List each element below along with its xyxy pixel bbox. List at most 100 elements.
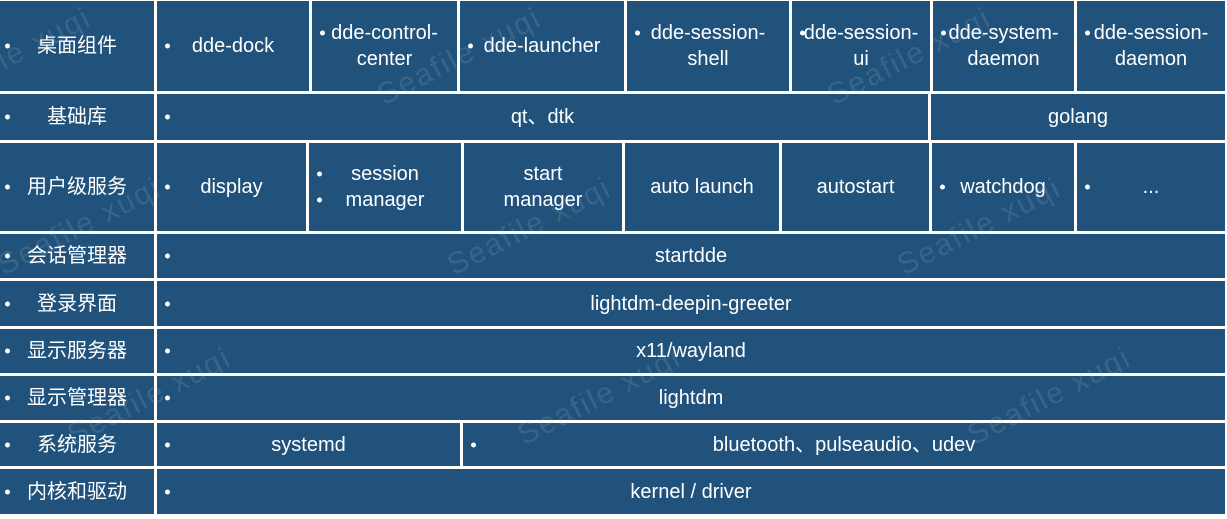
cell-text: ... <box>1142 176 1160 198</box>
bullet-dot-icon <box>1085 184 1090 190</box>
cell-text: 基础库 <box>47 106 107 128</box>
bullet-dot-icon <box>165 489 170 494</box>
cell-text: 显示服务器 <box>27 340 127 362</box>
cell-text: golang <box>1047 106 1109 128</box>
bullet-dot-icon <box>5 489 10 494</box>
bullet-dot-icon <box>471 442 476 447</box>
cell-text: lightdm <box>658 387 724 409</box>
cell-text: dde-control- <box>331 22 438 44</box>
bullet-dot-icon <box>5 253 10 259</box>
cell-text: systemd <box>271 433 346 456</box>
cell-dde-session-ui: dde-session-ui <box>792 1 930 91</box>
bullet-dot-icon <box>5 114 10 120</box>
bullet-dot-icon <box>165 114 170 120</box>
row-label-kernel-and-drivers: 内核和驱动 <box>0 469 154 514</box>
row-label-base-libraries: 基础库 <box>0 94 154 140</box>
table-row-session-manager: 会话管理器 startdde <box>0 234 1225 278</box>
table-row-desktop-components: 桌面组件 dde-dock dde-control-center dde-launch… <box>0 1 1225 91</box>
bullet-dot-icon <box>165 43 170 49</box>
row-label-display-server: 显示服务器 <box>0 329 154 373</box>
bullet-dot-icon <box>800 30 805 36</box>
cell-text: 用户级服务 <box>27 176 127 198</box>
cell-qt-dtk: qt、dtk <box>157 94 928 140</box>
row-label-user-level-services: 用户级服务 <box>0 143 154 231</box>
cell-watchdog: watchdog <box>932 143 1074 231</box>
cell-text: lightdm-deepin-greeter <box>590 292 792 315</box>
bullet-dot-icon <box>1085 30 1090 36</box>
cell-text: autostart <box>816 176 895 198</box>
cell-golang: golang <box>931 94 1225 140</box>
cell-text: dde-session- <box>650 22 766 44</box>
bullet-dot-icon <box>165 184 170 190</box>
cell-dde-dock: dde-dock <box>157 1 309 91</box>
cell-dde-session-daemon: dde-session-daemon <box>1077 1 1225 91</box>
cell-text: dde-system- <box>948 22 1059 44</box>
bullet-dot-icon <box>5 43 10 49</box>
table-row-display-manager: 显示管理器 lightdm <box>0 376 1225 420</box>
cell-text: x11/wayland <box>636 340 746 362</box>
cell-systemd: systemd <box>157 423 460 466</box>
cell-cell: ... <box>1077 143 1225 231</box>
table-row-login-screen: 登录界面 lightdm-deepin-greeter <box>0 281 1225 326</box>
cell-text: shell <box>687 48 729 70</box>
cell-text: qt、dtk <box>510 106 575 128</box>
cell-kernel-driver: kernel / driver <box>157 469 1225 514</box>
cell-text: dde-launcher <box>483 35 601 57</box>
bullet-dot-icon <box>165 395 170 401</box>
bullet-dot-icon <box>317 197 322 203</box>
cell-bluetooth-pulseaudio-udev: bluetooth、pulseaudio、udev <box>463 423 1225 466</box>
bullet-dot-icon <box>5 442 10 447</box>
cell-text: dde-dock <box>191 35 275 57</box>
cell-text: bluetooth、pulseaudio、udev <box>712 433 976 456</box>
bullet-dot-icon <box>941 30 946 36</box>
bullet-dot-icon <box>320 30 325 36</box>
cell-text: 会话管理器 <box>27 245 127 267</box>
table-row-base-libraries: 基础库 qt、dtk golang <box>0 94 1225 140</box>
cell-text: start <box>523 163 563 185</box>
cell-text: dde-session- <box>803 22 919 44</box>
bullet-dot-icon <box>165 253 170 259</box>
bullet-dot-icon <box>635 30 640 36</box>
cell-dde-control-center: dde-control-center <box>312 1 457 91</box>
bullet-dot-icon <box>468 43 473 49</box>
bullet-dot-icon <box>5 184 10 190</box>
cell-autostart: autostart <box>782 143 929 231</box>
cell-text: daemon <box>1114 48 1188 70</box>
cell-text: kernel / driver <box>630 480 752 503</box>
bullet-dot-icon <box>165 348 170 354</box>
row-label-desktop-components: 桌面组件 <box>0 1 154 91</box>
cell-text: startdde <box>654 245 728 267</box>
bullet-dot-icon <box>5 395 10 401</box>
cell-display: display <box>157 143 306 231</box>
cell-text: 登录界面 <box>37 292 117 315</box>
row-label-session-manager: 会话管理器 <box>0 234 154 278</box>
bullet-dot-icon <box>165 442 170 447</box>
cell-dde-session-shell: dde-session-shell <box>627 1 789 91</box>
cell-text: center <box>356 48 413 70</box>
cell-text: 桌面组件 <box>37 35 117 57</box>
bullet-dot-icon <box>5 301 10 306</box>
cell-text: manager <box>345 189 425 211</box>
cell-session-manager: session manager <box>309 143 461 231</box>
cell-lightdm: lightdm <box>157 376 1225 420</box>
table-row-user-level-services: 用户级服务 display session manager start manager au… <box>0 143 1225 231</box>
cell-text: ui <box>853 48 869 70</box>
row-label-login-screen: 登录界面 <box>0 281 154 326</box>
cell-text: manager <box>503 189 583 211</box>
cell-start-manager: start manager <box>464 143 622 231</box>
cell-x11-wayland: x11/wayland <box>157 329 1225 373</box>
cell-auto-launch: auto launch <box>625 143 779 231</box>
cell-text: 显示管理器 <box>27 387 127 409</box>
cell-text: 内核和驱动 <box>27 480 127 503</box>
cell-text: watchdog <box>960 176 1046 198</box>
cell-text: 系统服务 <box>37 433 117 456</box>
table-row-system-services: 系统服务 systemd bluetooth、pulseaudio、udev <box>0 423 1225 466</box>
row-label-system-services: 系统服务 <box>0 423 154 466</box>
cell-text: session <box>351 163 419 185</box>
bullet-dot-icon <box>165 301 170 306</box>
cell-dde-system-daemon: dde-system-daemon <box>933 1 1074 91</box>
bullet-dot-icon <box>317 171 322 177</box>
cell-text: dde-session- <box>1093 22 1209 44</box>
